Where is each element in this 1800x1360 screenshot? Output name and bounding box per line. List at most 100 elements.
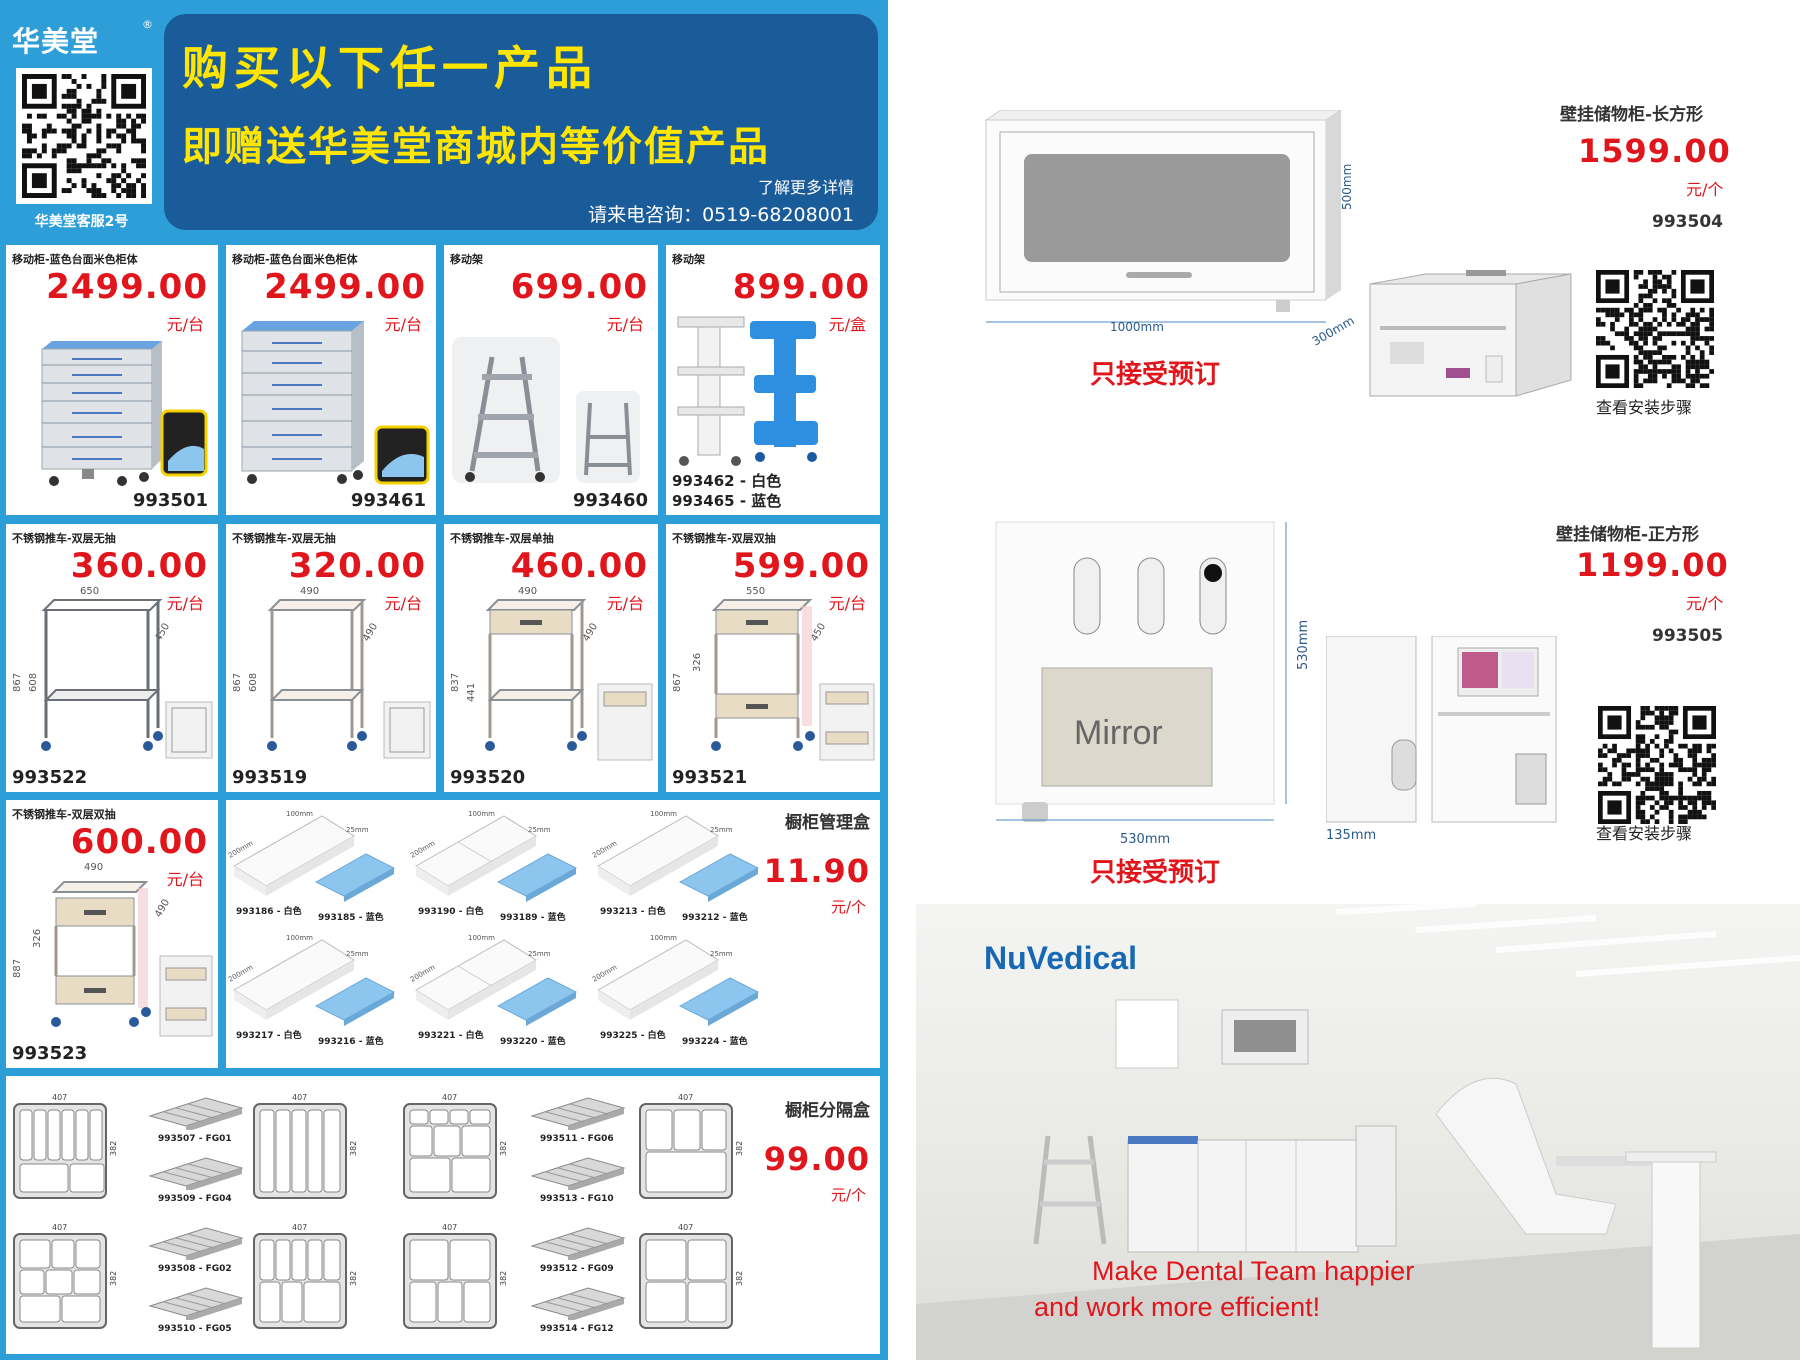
product-price: 599.00: [732, 546, 870, 586]
promo-headline: 购买以下任一产品: [182, 41, 598, 95]
dim-width: 1000mm: [1110, 320, 1164, 334]
dim-width: 530mm: [1120, 832, 1171, 847]
product-card-steel-cart-two-drawer-2[interactable]: 不锈钢推车-双层双抽 600.00 元/台 490 887 326 490 99…: [6, 800, 218, 1068]
dim-height-inner: 441: [466, 683, 477, 702]
wall-cabinet-rect-illustration: [984, 110, 1342, 323]
product-code: 993522: [12, 767, 88, 788]
tray-dim-height: 25mm: [346, 826, 369, 834]
product-code: 993501: [132, 490, 208, 511]
variant-blue-code: 993465 - 蓝色: [672, 492, 782, 510]
divider-dim-width: 407: [292, 1223, 307, 1232]
divider-dim-width: 407: [442, 1093, 457, 1102]
product-card-mobile-cabinet-2[interactable]: 移动柜-蓝色台面米色柜体 2499.00 元/台 993461: [226, 245, 436, 515]
divider-insert-item[interactable]: 993511 - FG06: [528, 1094, 632, 1150]
divider-insert-item[interactable]: 993510 - FG05: [146, 1284, 250, 1340]
steel-cart-illustration: 550 867 326 450: [672, 586, 875, 761]
preorder-notice: 只接受预订: [1090, 360, 1221, 390]
promo-phone[interactable]: 请来电咨询：0519-68208001: [588, 204, 854, 226]
divider-dim-width: 407: [52, 1223, 67, 1232]
divider-code: 993510 - FG05: [158, 1324, 232, 1334]
product-code: 993520: [450, 767, 526, 788]
product-card-steel-cart-490[interactable]: 不锈钢推车-双层无抽 320.00 元/台 490 867 608 490 99…: [226, 524, 436, 792]
dim-height-inner: 608: [248, 673, 259, 692]
product-card-mobile-cabinet[interactable]: 移动柜-蓝色台面米色柜体 2499.00 元/台 993501: [6, 245, 218, 515]
product-unit: 元/台: [384, 315, 422, 334]
dim-height-inner: 326: [692, 653, 703, 672]
tray-white-code: 993217 - 白色: [236, 1031, 302, 1041]
install-steps-caption[interactable]: 查看安装步骤: [1596, 398, 1693, 417]
customer-service-qr-code[interactable]: [16, 68, 152, 204]
product-code: 993460: [572, 490, 648, 511]
qr-code-icon: [22, 74, 146, 198]
dim-height: 867: [12, 673, 23, 692]
tray-blue-code: 993212 - 蓝色: [682, 913, 748, 923]
dim-height-inner: 326: [32, 929, 43, 948]
divider-insert-item[interactable]: 993509 - FG04: [146, 1154, 250, 1210]
product-unit: 元/盒: [828, 315, 866, 334]
divider-insert-item[interactable]: 993508 - FG02: [146, 1224, 250, 1280]
wall-square-price: 1199.00: [1576, 546, 1729, 584]
divider-insert-illustration: [148, 1097, 244, 1132]
product-name: 不锈钢推车-双层无抽: [232, 532, 336, 545]
product-price: 899.00: [732, 267, 870, 307]
divider-code: 993507 - FG01: [158, 1134, 232, 1144]
dim-height: 530mm: [1296, 619, 1311, 670]
install-steps-caption[interactable]: 查看安装步骤: [1596, 824, 1693, 843]
product-card-steel-cart-650[interactable]: 不锈钢推车-双层无抽 360.00 元/台 650 867 608 450 99…: [6, 524, 218, 792]
mobile-rack-color-illustration: [677, 316, 818, 466]
divider-insert-item[interactable]: 993512 - FG09: [528, 1224, 632, 1280]
dim-width: 490: [84, 862, 103, 873]
product-name: 不锈钢推车-双层双抽: [672, 532, 776, 545]
promo-flyer: 华美堂 ® 华美堂客服2号 购买以下任一产品 即赠送华美堂商城内等价值产品 了解…: [0, 0, 888, 1360]
divider-code: 993512 - FG09: [540, 1264, 614, 1274]
dim-depth: 490: [361, 621, 380, 643]
divider-insert-illustration: [530, 1097, 626, 1132]
slogan-line-1: Make Dental Team happier: [1092, 1256, 1415, 1286]
product-name: 不锈钢推车-双层无抽: [12, 532, 116, 545]
divider-dim-width: 407: [52, 1093, 67, 1102]
product-card-mobile-rack[interactable]: 移动架 699.00 元/台 993460: [444, 245, 658, 515]
product-name: 不锈钢推车-双层双抽: [12, 808, 116, 821]
promo-banner: 购买以下任一产品 即赠送华美堂商城内等价值产品 了解更多详情 请来电咨询：051…: [164, 14, 878, 230]
product-name: 移动柜-蓝色台面米色柜体: [232, 253, 358, 266]
tray-blue-code: 993216 - 蓝色: [318, 1037, 384, 1047]
product-card-mobile-rack-color[interactable]: 移动架 899.00 元/盒 993462 - 白色 993465 - 蓝色: [666, 245, 880, 515]
divider-insert-illustration: [530, 1227, 626, 1262]
tray-price: 11.90: [763, 852, 870, 890]
product-card-steel-cart-two-drawer[interactable]: 不锈钢推车-双层双抽 599.00 元/台 550 867 326 450 99…: [666, 524, 880, 792]
wall-cabinet-square-illustration: [995, 521, 1287, 822]
divider-insert-item[interactable]: 993513 - FG10: [528, 1154, 632, 1210]
divider-insert-item[interactable]: 993514 - FG12: [528, 1284, 632, 1340]
install-steps-qr-icon[interactable]: [1596, 270, 1714, 388]
product-card-steel-cart-one-drawer[interactable]: 不锈钢推车-双层单抽 460.00 元/台 490 837 441 490 99…: [444, 524, 658, 792]
product-code: 993461: [350, 490, 426, 511]
product-name: 移动架: [450, 253, 483, 266]
dim-height: 500mm: [1340, 163, 1354, 210]
install-steps-qr-icon[interactable]: [1598, 706, 1716, 824]
tray-blue-code: 993185 - 蓝色: [318, 913, 384, 923]
tray-dim-width: 100mm: [468, 810, 495, 818]
wall-rect-code: 993504: [1652, 212, 1723, 232]
preorder-notice: 只接受预订: [1090, 858, 1221, 888]
dim-depth: 490: [581, 621, 600, 643]
wall-cabinet-square-open-photo: [1326, 636, 1557, 823]
tray-dim-height: 25mm: [710, 826, 733, 834]
dim-width: 490: [300, 586, 319, 597]
steel-cart-illustration: 650 867 608 450: [12, 586, 213, 759]
product-unit: 元/台: [384, 594, 422, 613]
divider-insert-item[interactable]: 993507 - FG01: [146, 1094, 250, 1150]
divider-dim-width: 407: [678, 1093, 693, 1102]
divider-dim-height: 382: [349, 1141, 358, 1156]
